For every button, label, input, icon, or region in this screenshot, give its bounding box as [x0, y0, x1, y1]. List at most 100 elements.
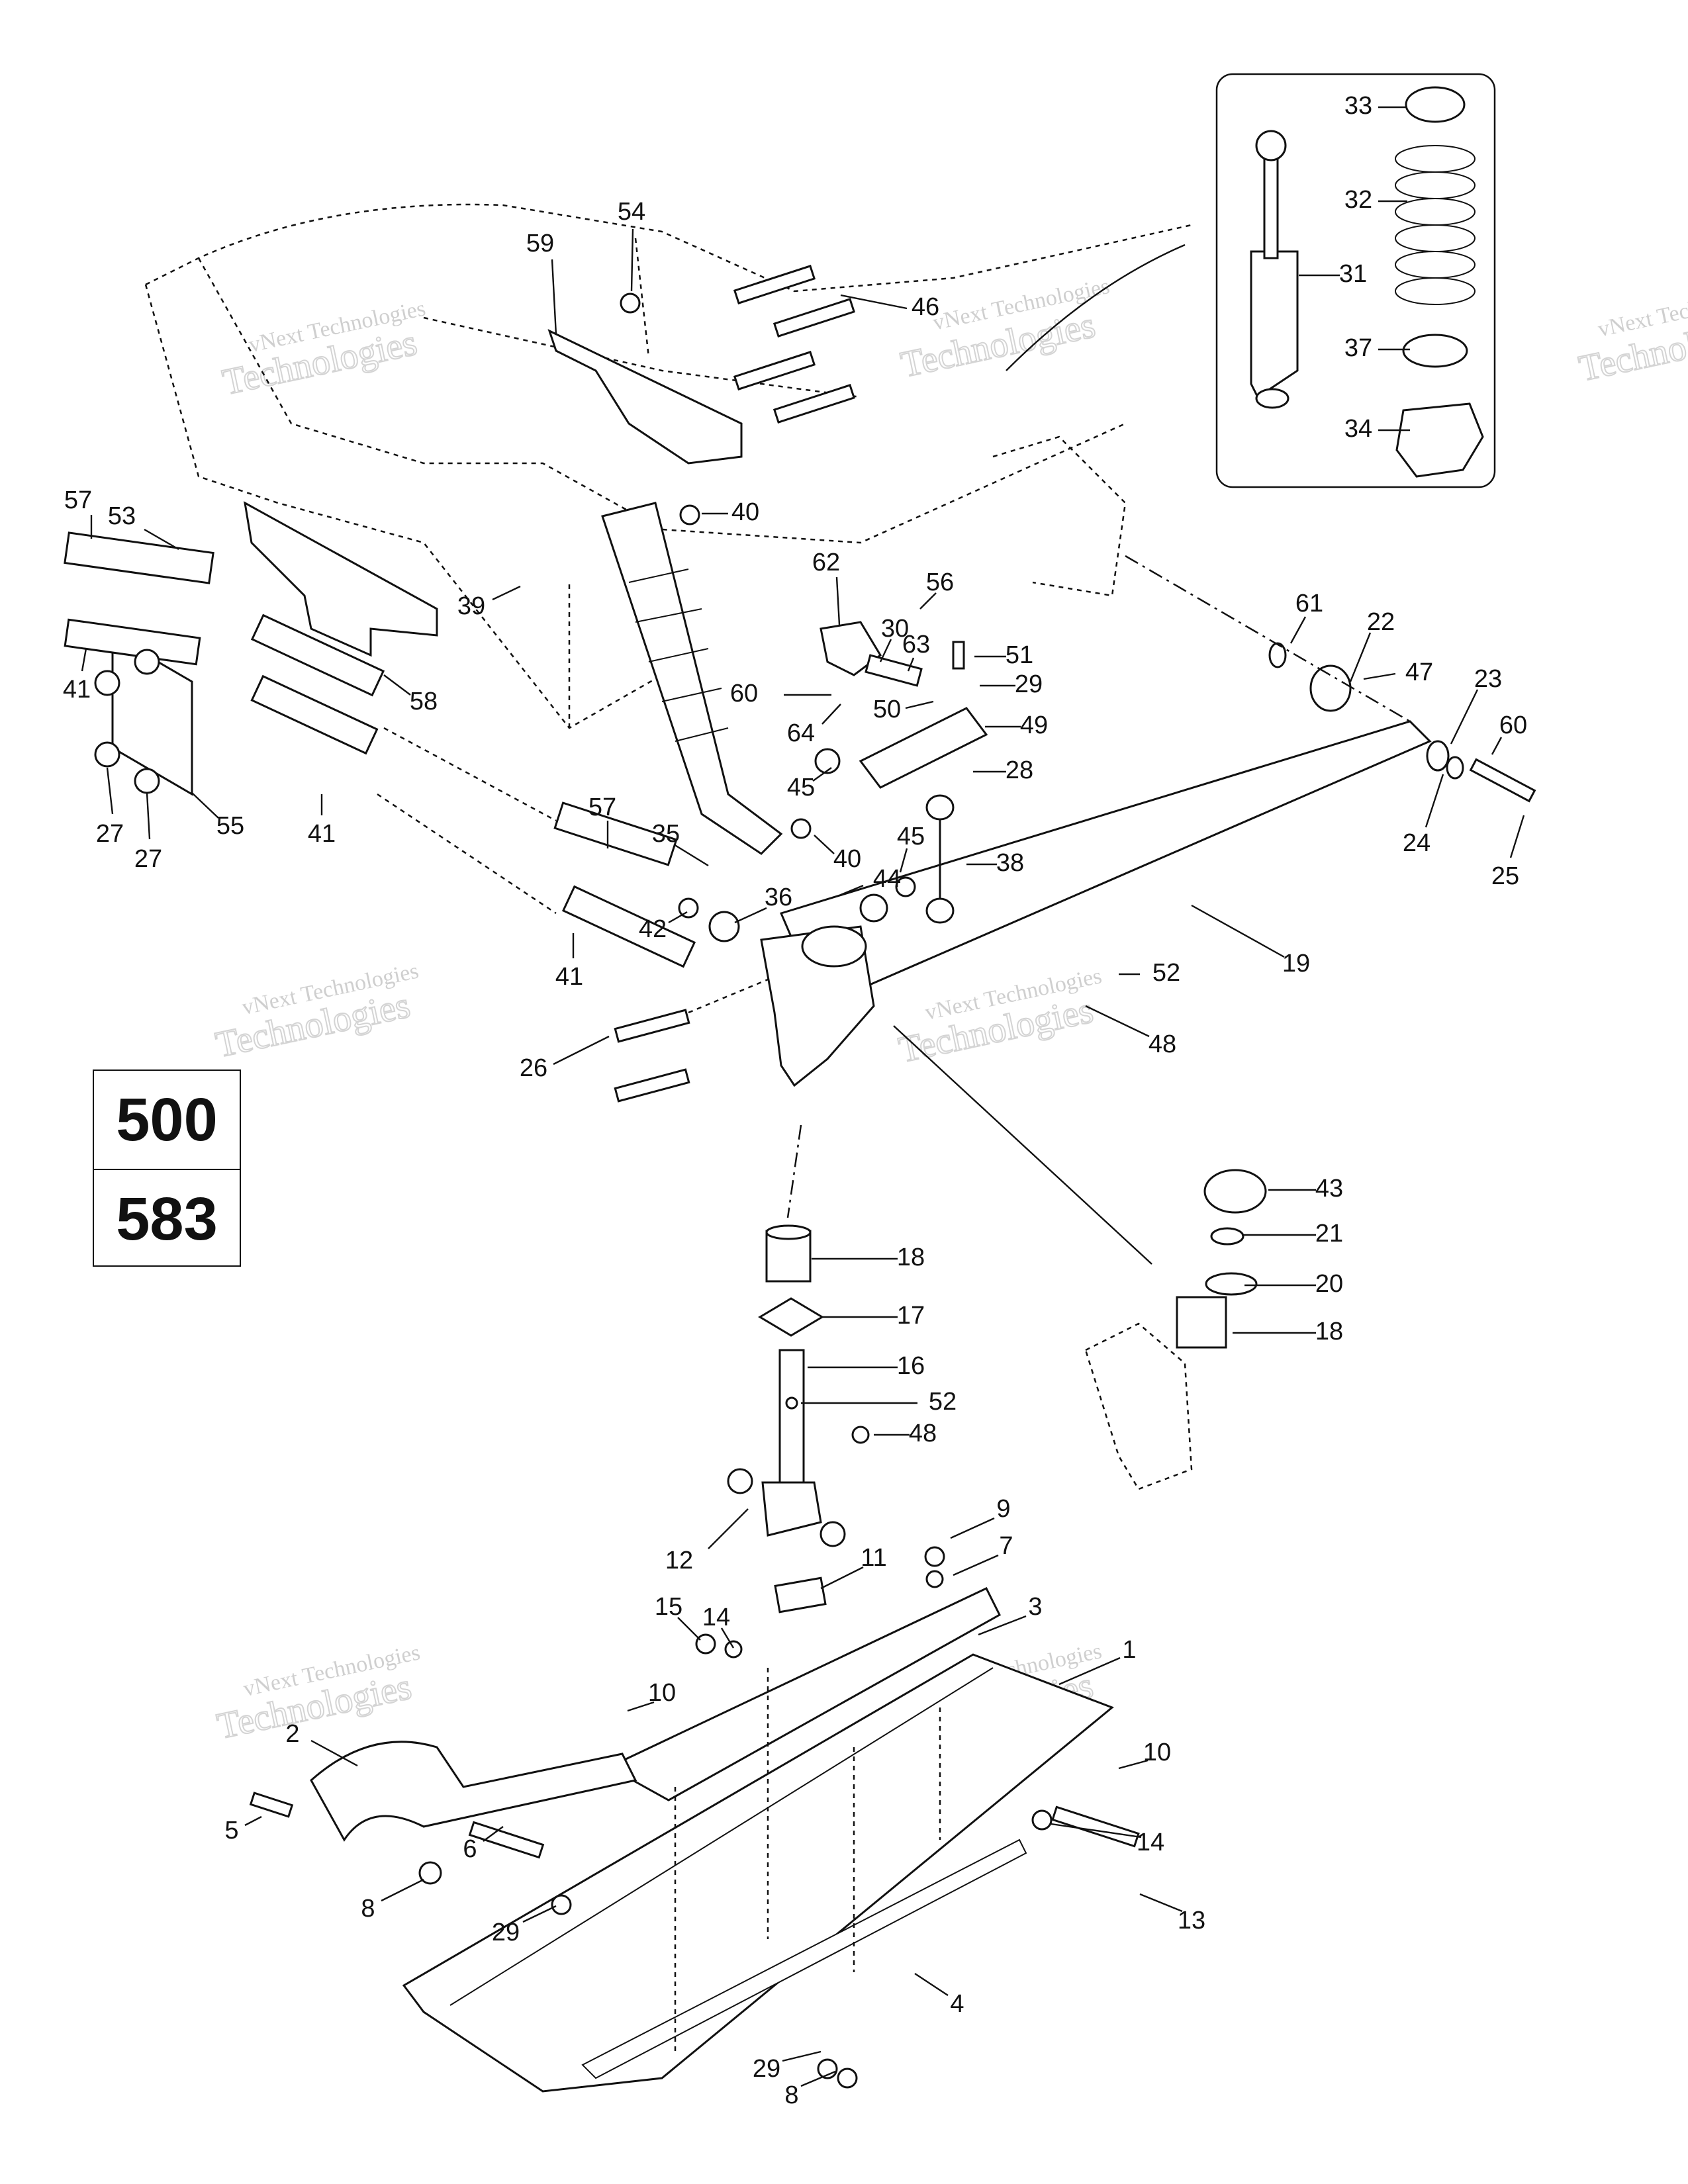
callout-leader-line [1085, 1005, 1150, 1038]
callout-c55: 55 [191, 792, 244, 840]
callout-number: 56 [926, 569, 954, 596]
pivot-bushings [1125, 555, 1536, 803]
watermark-bottom-left: vNext Technologies Technologies [213, 1640, 422, 1748]
watermark-top-left: vNext Technologies Technologies [218, 296, 428, 404]
callout-leader-line [782, 2050, 821, 2062]
callout-c4: 4 [914, 1972, 964, 2018]
model-number-box: 500 583 [93, 1069, 241, 1267]
callout-leader-line [1289, 616, 1307, 644]
callout-number: 62 [812, 549, 840, 576]
steering-column-parts [727, 1124, 870, 1547]
callout-leader-line [551, 259, 557, 336]
callout-c29c: 29 [753, 2050, 821, 2083]
callout-leader-line [734, 907, 767, 924]
callout-number: 23 [1474, 665, 1502, 693]
callout-leader-line [673, 843, 709, 867]
callout-number: 51 [1006, 641, 1033, 669]
callout-number: 29 [753, 2055, 780, 2083]
callout-c54: 54 [618, 198, 645, 292]
callout-leader-line [1191, 904, 1285, 958]
callout-leader-line [1058, 1657, 1121, 1686]
callout-number: 12 [665, 1547, 693, 1574]
callout-c27b: 27 [134, 792, 162, 873]
upper-bracket [547, 329, 743, 465]
callout-number: 45 [787, 774, 815, 801]
callout-number: 28 [1006, 756, 1033, 784]
callout-c62: 62 [812, 549, 841, 625]
callout-number: 54 [618, 198, 645, 226]
callout-number: 34 [1344, 415, 1372, 443]
callout-c44: 44 [840, 865, 901, 896]
callout-c27: 27 [96, 767, 124, 848]
callout-c22: 22 [1349, 608, 1395, 682]
callout-leader-line [1491, 737, 1503, 755]
callout-c31: 31 [1299, 260, 1367, 288]
callout-c49: 49 [985, 711, 1048, 739]
callout-number: 10 [1143, 1739, 1171, 1766]
callout-layer: 1234567889101011121314141516171818192021… [63, 92, 1527, 2109]
callout-c29: 29 [980, 670, 1043, 698]
callout-number: 63 [902, 631, 930, 659]
callout-c1: 1 [1058, 1636, 1137, 1686]
callout-c38: 38 [966, 849, 1024, 877]
callout-number: 8 [361, 1895, 375, 1923]
arm-bolts [614, 978, 769, 1103]
callout-number: 52 [1152, 959, 1180, 987]
callout-c53: 53 [108, 502, 179, 551]
callout-c10b: 10 [1118, 1739, 1171, 1770]
callout-c48b: 48 [874, 1420, 937, 1447]
callout-c24: 24 [1403, 774, 1444, 857]
callout-number: 57 [64, 486, 92, 514]
callout-leader-line [383, 674, 411, 696]
callout-leader-line [720, 1627, 735, 1649]
callout-leader-line [244, 1815, 262, 1827]
callout-number: 5 [224, 1817, 238, 1844]
callout-leader-line [146, 792, 151, 840]
callout-number: 20 [1315, 1270, 1343, 1298]
callout-number: 43 [1315, 1175, 1343, 1203]
callout-c60b: 60 [1491, 711, 1527, 755]
callout-leader-line [677, 1617, 701, 1641]
callout-c18b: 18 [1233, 1318, 1343, 1345]
callout-number: 3 [1028, 1593, 1042, 1621]
callout-c41: 41 [63, 648, 91, 704]
callout-number: 17 [897, 1302, 925, 1330]
callout-leader-line [812, 767, 832, 782]
callout-number: 29 [1015, 670, 1043, 698]
callout-number: 16 [897, 1352, 925, 1380]
callout-leader-line [905, 700, 934, 709]
callout-number: 8 [784, 2081, 798, 2109]
callout-leader-line [668, 911, 688, 924]
callout-leader-line [1118, 1759, 1149, 1770]
callout-leader-line [907, 657, 915, 672]
callout-c20: 20 [1244, 1270, 1343, 1298]
callout-c41b: 41 [308, 794, 336, 848]
callout-number: 18 [897, 1244, 925, 1271]
callout-number: 13 [1178, 1907, 1205, 1934]
callout-number: 29 [492, 1919, 520, 1946]
steering-arm-assembly [820, 621, 988, 924]
callout-c18: 18 [812, 1244, 925, 1271]
callout-number: 31 [1339, 260, 1367, 288]
callout-number: 21 [1315, 1220, 1343, 1248]
callout-c57b: 57 [588, 794, 616, 848]
callout-number: 36 [765, 884, 792, 911]
callout-number: 41 [555, 963, 583, 991]
callout-leader-line [1425, 774, 1444, 828]
callout-c45: 45 [787, 767, 832, 801]
callout-number: 9 [996, 1495, 1010, 1523]
callout-c52: 52 [1119, 959, 1180, 987]
callout-number: 50 [873, 696, 901, 723]
watermark-mid-center: vNext Technologies Technologies [894, 964, 1103, 1071]
callout-c17: 17 [821, 1302, 925, 1330]
callout-c35: 35 [652, 820, 709, 867]
callout-c28: 28 [973, 756, 1033, 784]
callout-number: 30 [881, 615, 909, 643]
callout-number: 10 [648, 1679, 676, 1707]
callout-number: 11 [861, 1544, 886, 1572]
callout-number: 4 [950, 1990, 964, 2018]
callout-number: 37 [1344, 334, 1372, 362]
callout-c42: 42 [639, 911, 688, 943]
callout-c8: 8 [361, 1878, 424, 1923]
